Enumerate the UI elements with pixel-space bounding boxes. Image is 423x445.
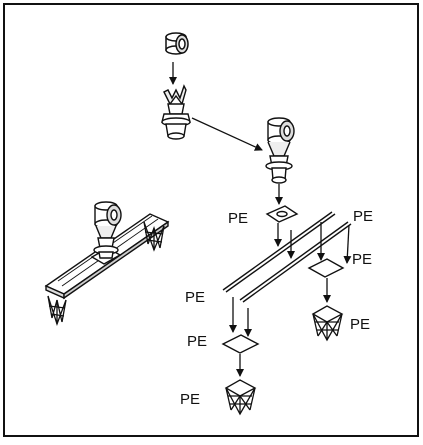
insulator-with-cap-icon [93,201,122,259]
diagram-frame [3,3,419,437]
rail-assembly-icon [222,211,352,303]
pe-label: PE [185,289,205,306]
tripod-support-icon [311,305,344,342]
tripod-support-icon [224,379,257,416]
pe-label: PE [228,210,248,227]
pe-label: PE [353,208,373,225]
tripod-support-icon [143,221,165,252]
arrow-to-assembly [191,117,263,151]
pe-label: PE [352,251,372,268]
washer-plate-icon [265,205,299,223]
washer-plate-icon [221,334,260,354]
pe-label: PE [180,391,200,408]
pointer-insulator-icon [161,84,191,140]
arrow-pe-right [343,224,352,264]
insulator-with-cap-icon [265,117,295,184]
tripod-support-icon [47,295,67,326]
cap-icon [165,32,189,55]
pe-label: PE [187,333,207,350]
washer-plate-icon [307,258,345,278]
pe-label: PE [350,316,370,333]
